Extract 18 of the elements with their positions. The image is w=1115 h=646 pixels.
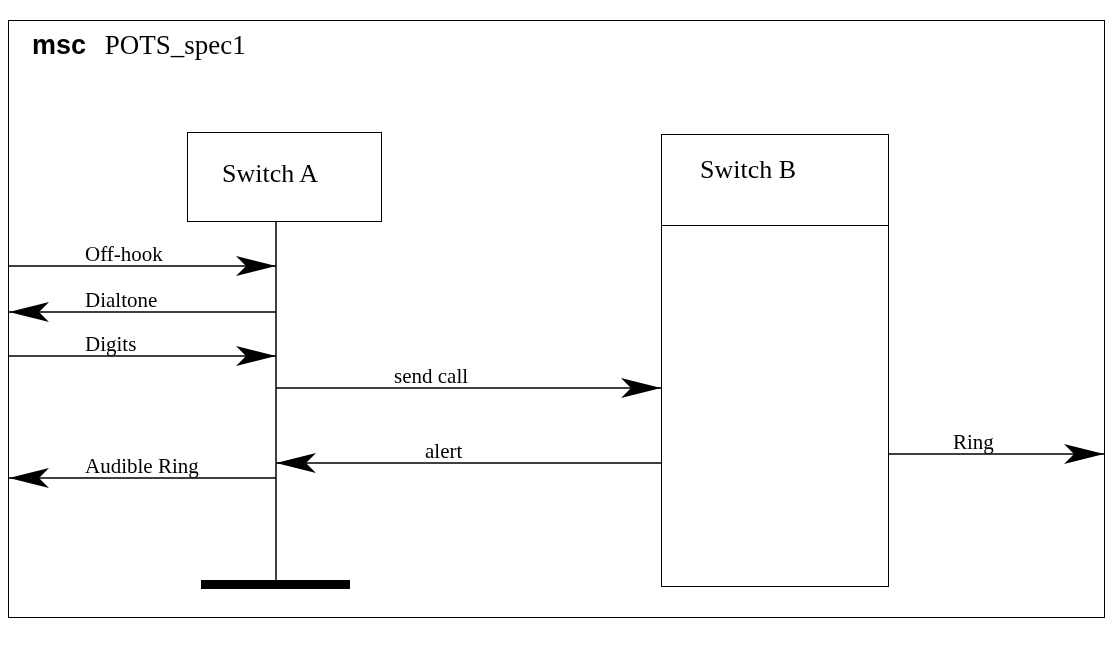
- message-label: Audible Ring: [84, 456, 200, 477]
- instance-box: [661, 134, 889, 587]
- message-label: Dialtone: [84, 290, 159, 311]
- message-label: Off-hook: [84, 244, 164, 265]
- message-arrow: [8, 256, 277, 276]
- message-arrow: [887, 444, 1105, 464]
- message-label: Ring: [952, 432, 995, 453]
- message-arrow: [8, 468, 277, 488]
- instance-name: Switch B: [700, 155, 797, 185]
- message-label: alert: [424, 441, 464, 462]
- message-label: Digits: [84, 334, 138, 355]
- message-arrow: [8, 346, 277, 366]
- message-arrow: [275, 378, 662, 398]
- diagram-title: msc POTS_spec1: [32, 30, 246, 61]
- message-arrow: [8, 302, 277, 322]
- message-label: send call: [393, 366, 470, 387]
- message-arrow: [275, 453, 662, 473]
- instance-name: Switch A: [222, 159, 319, 189]
